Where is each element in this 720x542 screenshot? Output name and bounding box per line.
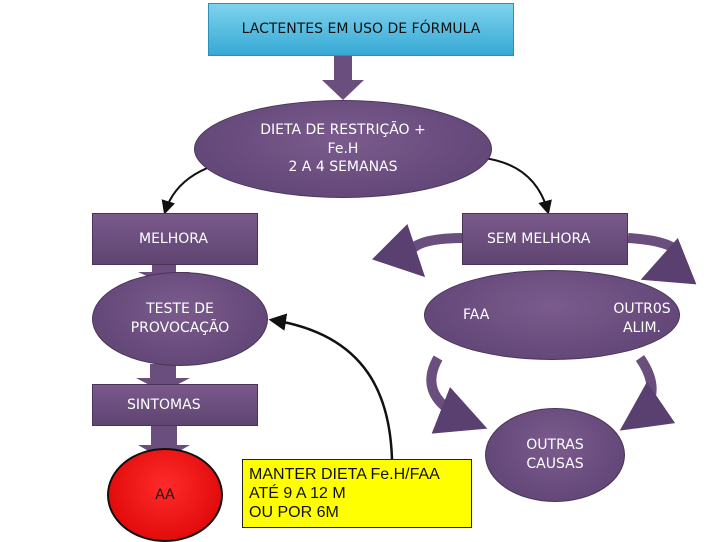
curved-arrow-outros-outras-causas: [619, 355, 676, 431]
arrow-dieta-sem-melhora: [483, 157, 552, 215]
node-sem-melhora-text: SEM MELHORA: [487, 230, 591, 247]
curved-arrow-sem-melhora-faa: [372, 224, 466, 278]
node-teste-text: TESTE DE PROVOCAÇÃO: [130, 301, 230, 336]
node-manter-text: MANTER DIETA Fe.H/FAA ATÉ 9 A 12 M OU PO…: [249, 465, 440, 522]
node-melhora-text: MELHORA: [139, 230, 209, 247]
node-outras-causas-text: OUTRAS CAUSAS: [526, 437, 584, 472]
title-box: LACTENTES EM USO DE FÓRMULA: [208, 3, 514, 56]
node-faa-text: FAA: [463, 306, 490, 323]
node-outros-alim: OUTR0S ALIM.: [602, 296, 682, 342]
node-outras-causas: OUTRAS CAUSAS: [485, 408, 625, 502]
node-melhora: MELHORA: [92, 213, 258, 265]
node-faa: FAA: [424, 270, 680, 360]
block-arrow-title-dieta: [322, 56, 364, 100]
node-aa: AA: [107, 448, 223, 542]
node-aa-text: AA: [155, 486, 175, 503]
node-outros-alim-text: OUTR0S ALIM.: [613, 301, 671, 336]
node-sintomas: SINTOMAS: [92, 384, 258, 426]
node-sem-melhora: SEM MELHORA: [462, 213, 628, 265]
arrow-manter-teste: [268, 313, 394, 460]
node-teste: TESTE DE PROVOCAÇÃO: [92, 272, 268, 366]
node-dieta-text: DIETA DE RESTRIÇÃO + Fe.H 2 A 4 SEMANAS: [260, 121, 426, 176]
title-text: LACTENTES EM USO DE FÓRMULA: [241, 21, 481, 38]
curved-arrow-sem-melhora-outros: [627, 233, 697, 285]
curved-arrow-faa-outras-causas: [426, 355, 488, 434]
node-sintomas-text: SINTOMAS: [127, 396, 201, 413]
node-dieta: DIETA DE RESTRIÇÃO + Fe.H 2 A 4 SEMANAS: [194, 100, 492, 198]
node-manter: MANTER DIETA Fe.H/FAA ATÉ 9 A 12 M OU PO…: [242, 459, 472, 528]
